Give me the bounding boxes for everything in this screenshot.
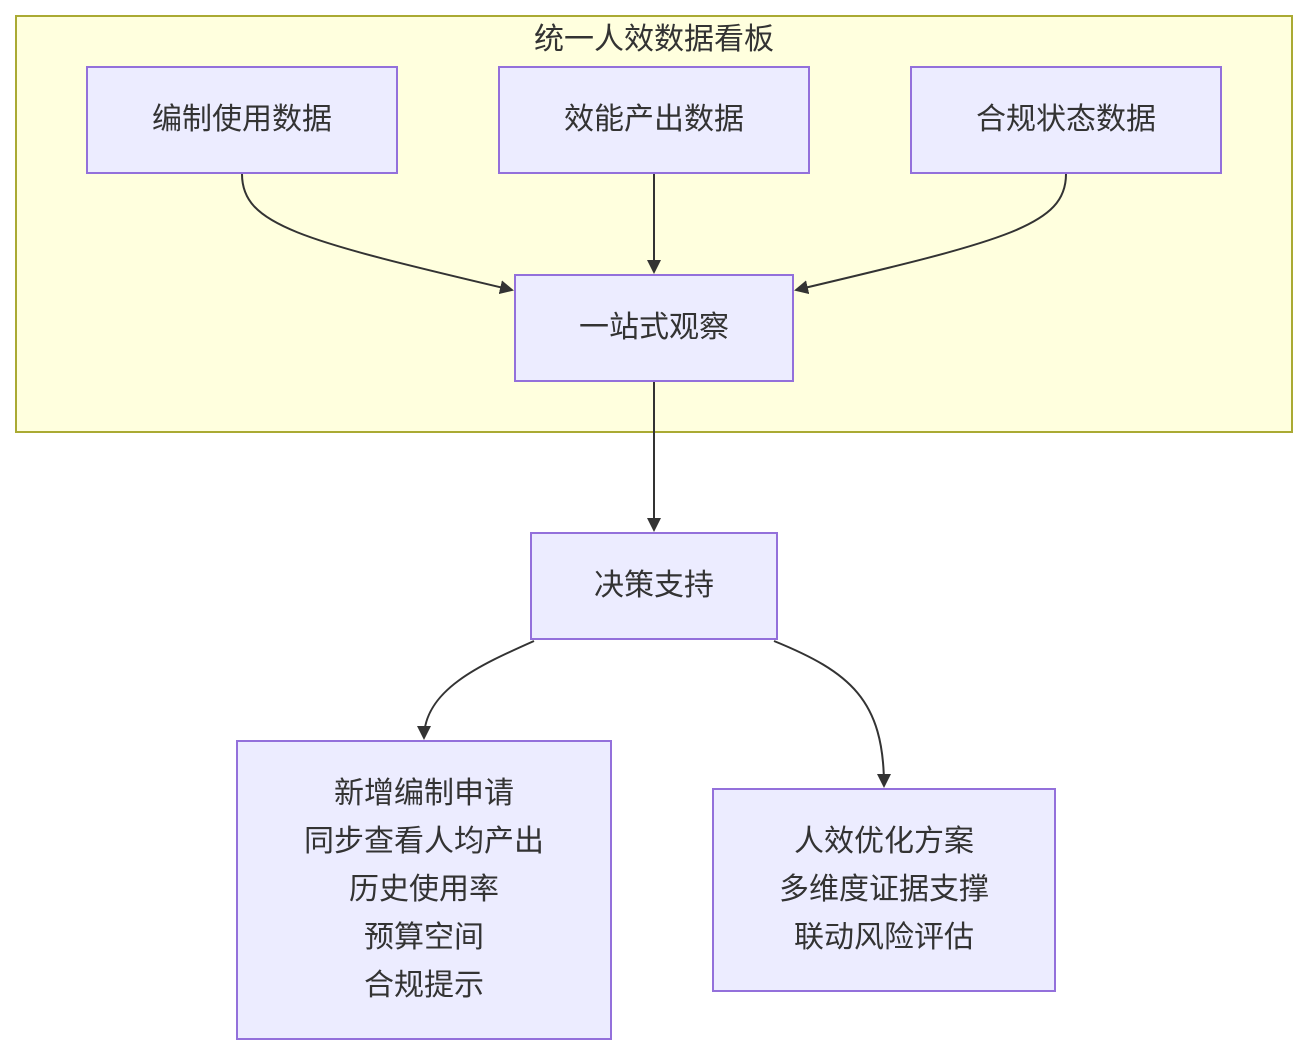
node-staffing-data-label: 编制使用数据 [152,102,332,137]
node-staffing-data[interactable]: 编制使用数据 [86,66,398,174]
node-line: 合规提示 [364,968,484,1003]
node-line: 同步查看人均产出 [304,824,544,859]
node-line: 人效优化方案 [794,824,974,859]
node-line: 预算空间 [364,920,484,955]
node-new-staffing-request[interactable]: 新增编制申请 同步查看人均产出 历史使用率 预算空间 合规提示 [236,740,612,1040]
node-efficiency-data-label: 效能产出数据 [564,102,744,137]
node-one-stop-observation-label: 一站式观察 [579,310,729,345]
node-efficiency-data[interactable]: 效能产出数据 [498,66,810,174]
cluster-title: 统一人效数据看板 [534,22,774,57]
node-decision-support[interactable]: 决策支持 [530,532,778,640]
edge-decision-to-new-request [417,640,535,740]
node-line: 多维度证据支撑 [779,872,989,907]
node-one-stop-observation[interactable]: 一站式观察 [514,274,794,382]
edge-staffing-to-one-stop [241,173,514,295]
node-line: 历史使用率 [349,872,499,907]
node-compliance-data[interactable]: 合规状态数据 [910,66,1222,174]
edge-compliance-to-one-stop [794,173,1067,295]
node-decision-support-label: 决策支持 [594,568,714,603]
node-line: 联动风险评估 [794,920,974,955]
node-compliance-data-label: 合规状态数据 [976,102,1156,137]
edge-decision-to-optimization [773,640,891,788]
node-efficiency-optimization-plan[interactable]: 人效优化方案 多维度证据支撑 联动风险评估 [712,788,1056,992]
node-line: 新增编制申请 [334,776,514,811]
